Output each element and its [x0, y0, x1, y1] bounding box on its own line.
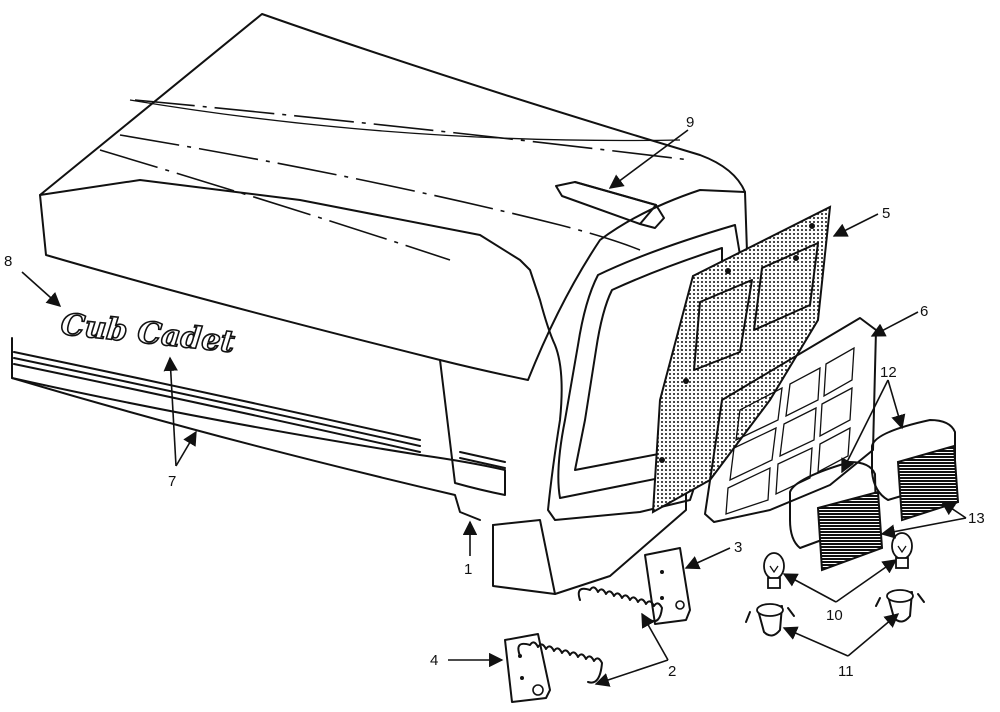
leader-9 — [608, 129, 689, 189]
brand-decal: Cub Cadet — [59, 307, 236, 360]
hood-styling-line-3 — [99, 149, 451, 261]
bracket-upper-part — [644, 547, 691, 625]
bulb-right-icon — [891, 532, 913, 569]
headlight-left-part — [789, 461, 884, 572]
leader-10b — [835, 559, 898, 603]
bulbs-part — [763, 532, 913, 589]
headlight-lens-right — [896, 444, 960, 522]
springs-part — [517, 586, 663, 684]
callout-8: 8 — [4, 253, 12, 270]
callout-3: 3 — [734, 539, 742, 556]
leader-11a — [782, 626, 849, 657]
grille-part — [704, 317, 877, 523]
grille-cells — [725, 346, 855, 515]
callout-9: 9 — [686, 114, 694, 131]
leader-2b — [641, 612, 669, 661]
leader-3 — [684, 547, 731, 570]
headlight-housing-left — [789, 461, 877, 549]
leader-8 — [21, 271, 62, 307]
bulb-left-icon — [763, 552, 785, 589]
leader-7a — [163, 356, 178, 467]
hood-ridge — [129, 99, 681, 142]
callout-4: 4 — [430, 652, 438, 669]
leader-13a — [880, 517, 967, 539]
leader-11b — [847, 613, 900, 657]
leader-12b — [887, 379, 906, 430]
spring-lower-icon — [517, 641, 603, 684]
leader-6 — [870, 311, 919, 337]
callout-13: 13 — [968, 510, 985, 527]
leader-10a — [782, 573, 837, 603]
hood-top-outline — [39, 13, 749, 521]
hood-front-edge — [39, 189, 746, 381]
hood-stripe-3 — [13, 363, 421, 453]
leader-7b — [175, 430, 197, 467]
callout-10: 10 — [826, 607, 843, 624]
brand-decal-part: Cub Cadet — [58, 306, 237, 361]
grille-screen-part — [651, 205, 832, 514]
socket-right-icon — [875, 589, 925, 623]
hood-stripe-4 — [459, 451, 506, 463]
headlight-lens-left — [816, 490, 884, 572]
bracket-upper — [644, 547, 691, 625]
hood-handle — [555, 181, 665, 229]
callout-11: 11 — [838, 663, 854, 680]
leader-2a — [594, 659, 669, 687]
hood-stripe-5 — [459, 457, 506, 469]
callout-5: 5 — [882, 205, 890, 222]
hood-styling-line-1 — [134, 99, 691, 161]
callout-12: 12 — [880, 364, 897, 381]
callout-numbers: 8 9 5 6 12 13 7 1 3 4 2 10 11 — [4, 114, 985, 680]
hood-lower-edge — [11, 377, 481, 521]
hood-handle-part — [555, 181, 665, 229]
grille-frame — [704, 317, 877, 523]
leader-13b — [940, 501, 967, 519]
callout-6: 6 — [920, 303, 928, 320]
hood-side-panel — [11, 337, 506, 496]
bracket-lower-part — [504, 633, 551, 703]
bracket-lower — [504, 633, 551, 703]
headlight-housing-right — [871, 419, 956, 501]
leader-12a — [841, 379, 889, 474]
grille-screen — [651, 205, 832, 514]
callout-1: 1 — [464, 561, 472, 578]
hood-assembly — [11, 13, 749, 595]
callout-2: 2 — [668, 663, 676, 680]
leader-lines — [21, 129, 967, 687]
leader-5 — [832, 213, 879, 237]
callout-7: 7 — [168, 473, 176, 490]
hood-front-block — [492, 489, 687, 595]
sockets-part — [745, 589, 925, 637]
socket-left-icon — [745, 603, 795, 637]
hood-stripe-2 — [13, 357, 421, 447]
hood-styling-line-2 — [119, 134, 641, 251]
hood-front-block-edge — [492, 519, 556, 595]
hood-stripe-1 — [13, 351, 421, 441]
spring-upper-icon — [577, 586, 663, 623]
